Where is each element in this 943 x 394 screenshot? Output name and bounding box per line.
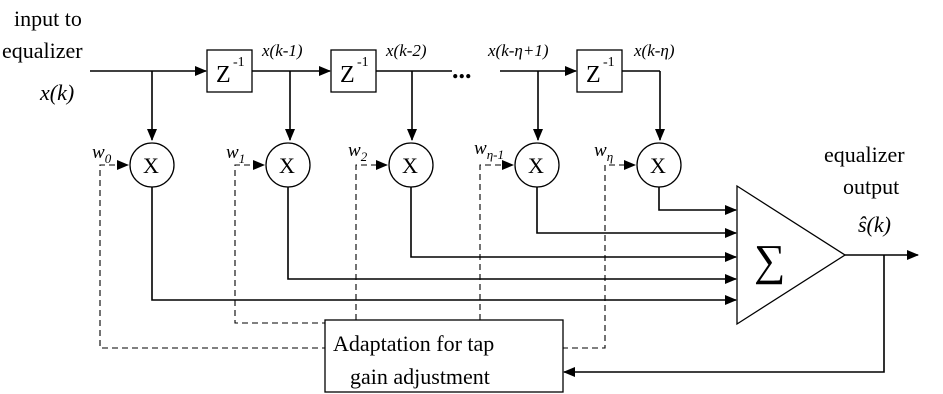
product-wire-3 [536,187,737,238]
product-wire-2 [410,187,737,262]
delay-block-2: Z -1 [330,49,377,93]
multiplier-symbol: X [528,153,544,178]
weight-label-2: w2 [348,140,368,164]
delay-block-exponent: -1 [233,55,245,70]
product-wire-4 [658,187,737,215]
output-label-line2: output [843,174,899,199]
weight-label-0: w0 [92,142,112,166]
multiplier-1: X [265,142,311,188]
delay-block-exponent: -1 [603,55,615,70]
tap-signal-label-4: x(k-η) [633,41,675,60]
error-feedback-wire [563,255,885,377]
weight-feedback-3 [479,160,514,320]
delay-block-1: Z -1 [206,49,253,93]
output-label-line1: equalizer [824,142,905,167]
tap-signal-label-1: x(k-1) [261,41,303,60]
summer-symbol: ∑ [754,236,785,285]
multiplier-symbol: X [279,153,295,178]
ellipsis: ... [452,55,472,84]
delay-block-label: Z [340,62,355,88]
delay-block-exponent: -1 [357,55,369,70]
adaptation-label-line1: Adaptation for tap [333,331,494,356]
delay-block-label: Z [216,62,231,88]
tap-signal-label-3: x(k-η+1) [487,41,549,60]
adaptation-label-line2: gain adjustment [350,364,490,389]
weight-feedback-2 [355,160,388,320]
input-signal-label: x(k) [39,80,74,105]
tap-signal-label-2: x(k-2) [385,41,427,60]
weight-label-1: w1 [226,142,245,166]
weight-label-3: wη-1 [474,138,504,162]
multiplier-3: X [514,142,560,188]
product-wire-1 [287,187,737,284]
multiplier-symbol: X [143,153,159,178]
adaptation-block: Adaptation for tap gain adjustment [324,319,564,393]
input-label-line1: input to [14,6,82,31]
product-wire-0 [151,187,737,305]
summer: ∑ [736,184,847,326]
input-label-line2: equalizer [2,38,83,63]
delay-block-label: Z [586,62,601,88]
weight-feedback-1 [234,160,328,324]
output-signal-label: ŝ(k) [858,212,891,237]
multiplier-symbol: X [650,153,666,178]
weight-label-4: wη [594,140,613,164]
delay-block-3: Z -1 [576,49,623,93]
multiplier-symbol: X [402,153,418,178]
weight-feedback-0 [99,160,328,349]
multiplier-2: X [388,142,434,188]
multiplier-4: X [636,142,682,188]
multiplier-0: X [129,142,175,188]
